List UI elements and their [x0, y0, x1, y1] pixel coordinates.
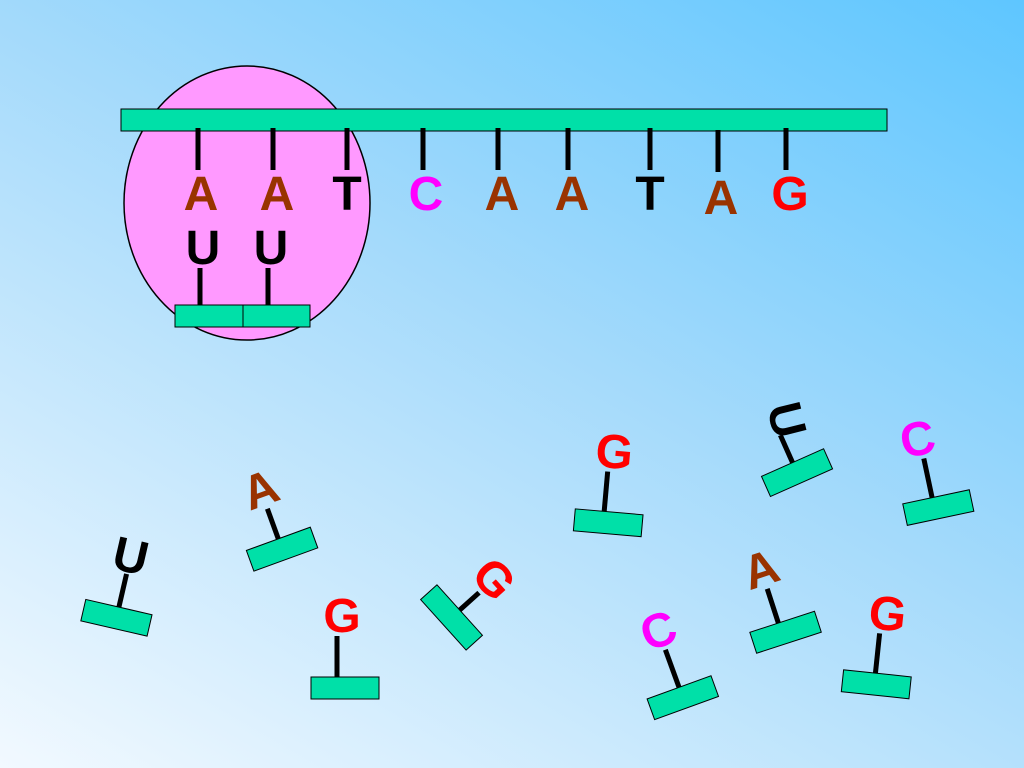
dna-base-4: C [409, 128, 444, 221]
dna-base-2-letter: A [260, 168, 295, 221]
dna-base-8: A [704, 130, 739, 225]
paired-nucleotide-2-letter: U [254, 222, 289, 275]
dna-base-7: T [635, 128, 665, 221]
free-nucleotide-5: G [572, 425, 644, 538]
paired-nucleotide-1: U [174, 222, 244, 328]
paired-nucleotide-1-letter: U [186, 222, 221, 275]
free-nucleotide-3-letter: G [323, 590, 360, 643]
free-nucleotide-5-letter: G [593, 425, 635, 481]
free-nucleotide-6: C [633, 601, 720, 721]
free-nucleotide-3: G [310, 590, 380, 700]
dna-base-5: A [485, 128, 520, 221]
dna-base-1: A [184, 128, 219, 221]
free-nucleotide-9-letter: C [895, 410, 940, 469]
free-nucleotide-2-letter: A [235, 460, 286, 522]
dna-base-6-letter: A [555, 168, 590, 221]
free-nucleotide-7: U [756, 397, 834, 498]
free-nucleotide-1: U [80, 527, 154, 637]
dna-base-7-letter: T [635, 168, 664, 221]
dna-base-6: A [555, 128, 590, 221]
free-nucleotide-2: A [235, 460, 319, 572]
dna-base-9: G [771, 128, 809, 221]
dna-base-8-letter: A [704, 172, 739, 225]
free-nucleotide-8: A [737, 540, 822, 654]
free-nucleotide-6-letter: C [633, 601, 684, 663]
free-nucleotide-7-letter: U [756, 397, 816, 443]
free-nucleotide-10: G [840, 586, 912, 700]
free-nucleotide-1-letter: U [108, 527, 154, 586]
dna-base-3: T [332, 128, 362, 221]
enzyme-bubble [123, 65, 371, 341]
free-nucleotide-4: G [419, 548, 526, 651]
dna-base-5-letter: A [485, 168, 520, 221]
dna-base-3-letter: T [332, 168, 361, 221]
dna-base-2: A [260, 128, 295, 221]
free-nucleotide-8-letter: A [737, 540, 786, 601]
dna-base-1-letter: A [184, 168, 219, 221]
dna-base-4-letter: C [409, 168, 444, 221]
paired-nucleotide-2: U [242, 222, 311, 328]
dna-base-9-letter: G [771, 168, 808, 221]
free-nucleotide-10-letter: G [866, 586, 909, 643]
dna-backbone [120, 108, 888, 132]
free-nucleotide-9: C [895, 410, 975, 526]
